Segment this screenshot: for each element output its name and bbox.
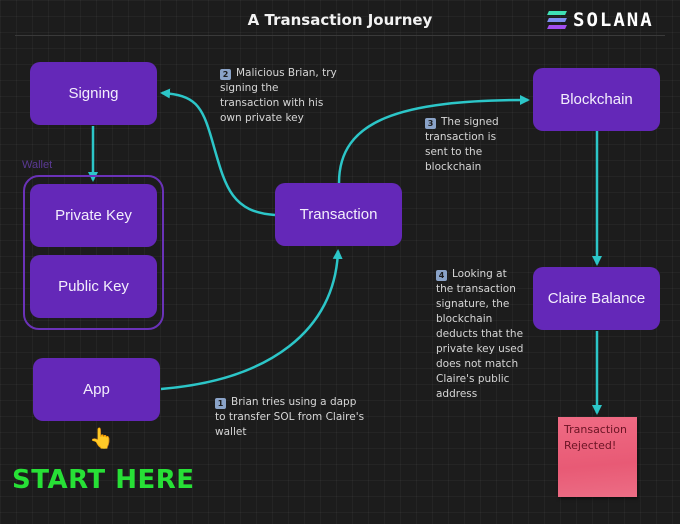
node-blockchain[interactable]: Blockchain xyxy=(533,68,660,131)
node-public-key[interactable]: Public Key xyxy=(30,255,157,318)
wallet-group xyxy=(23,175,164,330)
edge-transaction-to-blockchain xyxy=(337,95,530,184)
node-private-key-label: Private Key xyxy=(55,207,132,224)
node-public-key-label: Public Key xyxy=(58,278,129,295)
node-app[interactable]: App xyxy=(33,358,160,421)
node-private-key[interactable]: Private Key xyxy=(30,184,157,247)
keycap-1-icon: 1 xyxy=(215,398,226,409)
sticky-note-text: Transaction Rejected! xyxy=(564,423,627,452)
node-claire-balance-label: Claire Balance xyxy=(547,290,646,307)
sticky-note-rejected[interactable]: Transaction Rejected! xyxy=(558,417,637,497)
header-divider xyxy=(15,35,665,36)
start-here-label: START HERE xyxy=(12,465,195,495)
note-step-4-text: Looking at the transaction signature, th… xyxy=(436,268,524,400)
keycap-2-icon: 2 xyxy=(220,69,231,80)
note-step-3-text: The signed transaction is sent to the bl… xyxy=(425,116,499,173)
keycap-3-icon: 3 xyxy=(425,118,436,129)
note-step-2-text: Malicious Brian, try signing the transac… xyxy=(220,67,337,124)
keycap-4-icon: 4 xyxy=(436,270,447,281)
node-signing[interactable]: Signing xyxy=(30,62,157,125)
node-transaction-label: Transaction xyxy=(299,206,378,223)
node-blockchain-label: Blockchain xyxy=(560,91,633,108)
solana-logo-text: SOLANA xyxy=(573,9,654,31)
pointing-hand-icon: 👆 xyxy=(89,428,114,450)
edge-app-to-transaction xyxy=(160,249,343,391)
node-signing-label: Signing xyxy=(68,85,119,102)
wallet-label: Wallet xyxy=(22,159,53,171)
solana-logo: SOLANA xyxy=(547,9,654,31)
node-transaction[interactable]: Transaction xyxy=(275,183,402,246)
diagram-title: A Transaction Journey xyxy=(247,11,433,29)
edge-transaction-to-signing xyxy=(160,88,276,217)
node-app-label: App xyxy=(83,381,110,398)
node-claire-balance[interactable]: Claire Balance xyxy=(533,267,660,330)
note-step-1-text: Brian tries using a dapp to transfer SOL… xyxy=(215,396,365,438)
